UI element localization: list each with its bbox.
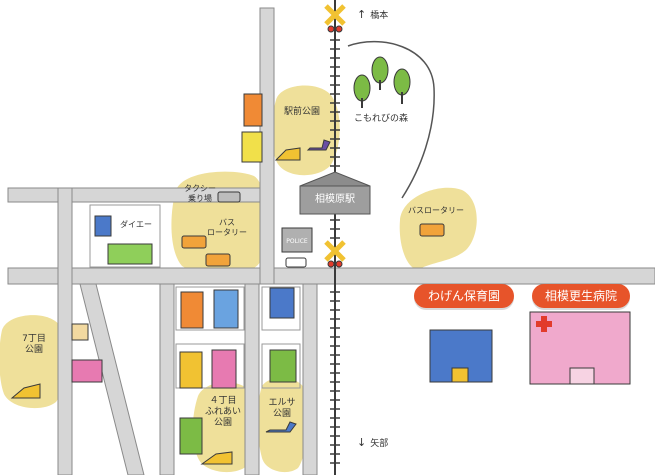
taxi-icon bbox=[217, 191, 241, 203]
elsa-park-area bbox=[257, 377, 309, 473]
bus-icon-west-1 bbox=[181, 235, 207, 249]
forest-label: こもれびの森 bbox=[353, 114, 408, 124]
road-near-station bbox=[244, 283, 260, 475]
park-7chome-label: 7丁目 公園 bbox=[14, 334, 54, 356]
building-ekimae-2 bbox=[241, 131, 263, 163]
horse-icon-elsa bbox=[265, 421, 297, 433]
playground bbox=[10, 139, 331, 465]
park-7chome-line2: 公園 bbox=[24, 345, 43, 355]
forest-path bbox=[347, 40, 435, 199]
park-4chome-line2: ふれあい bbox=[204, 407, 241, 417]
elsa-park-line1: エルサ bbox=[268, 398, 296, 408]
down-arrow-icon: ↓ bbox=[357, 436, 367, 449]
house-west bbox=[71, 323, 89, 341]
park-7chome-area bbox=[0, 315, 66, 409]
park-4chome-area bbox=[192, 382, 256, 473]
city-blocks bbox=[89, 204, 301, 389]
building-block-a1 bbox=[180, 291, 204, 329]
building-daiei bbox=[107, 243, 153, 265]
taxi-label-line1: タクシー bbox=[184, 184, 216, 193]
hospital-cross-icon bbox=[536, 316, 552, 332]
diagonal-road bbox=[79, 283, 145, 475]
taxi-label-line2: 乗り場 bbox=[188, 194, 212, 203]
elsa-park-label: エルサ 公園 bbox=[262, 398, 302, 420]
house-7chome bbox=[71, 359, 103, 383]
station-name-label[interactable]: 相模原駅 bbox=[315, 194, 355, 205]
building-daiei-tower bbox=[94, 215, 112, 237]
park-4chome-label: ４丁目 ふれあい 公園 bbox=[196, 396, 250, 429]
park-4chome-line3: 公園 bbox=[213, 418, 232, 428]
building-4chome bbox=[179, 417, 203, 455]
road-vertical-middle bbox=[159, 283, 175, 475]
building-ekimae-1 bbox=[243, 93, 263, 127]
park-7chome-line1: 7丁目 bbox=[22, 334, 46, 344]
south-direction: ↓矢部 bbox=[357, 437, 388, 450]
hospital-door bbox=[569, 367, 595, 385]
bus-rotary-east-label: バスロータリー bbox=[408, 206, 464, 215]
railroad-crossing-south bbox=[324, 240, 346, 268]
police-car-icon bbox=[285, 257, 307, 268]
nursery-door bbox=[451, 367, 469, 383]
nursery-badge[interactable]: わげん保育園 bbox=[414, 284, 514, 308]
railroad-crossing-north bbox=[324, 4, 346, 33]
roads bbox=[7, 7, 655, 475]
vehicles bbox=[181, 191, 445, 268]
south-direction-label: 矢部 bbox=[370, 439, 389, 449]
elsa-park-line2: 公園 bbox=[272, 409, 291, 419]
bus-rotary-west-line2: ロータリー bbox=[207, 228, 247, 237]
north-direction-label: 橋本 bbox=[370, 11, 389, 21]
ekimae-park-area bbox=[271, 85, 340, 176]
north-direction: ↑橋本 bbox=[357, 9, 388, 22]
building-block-c1 bbox=[179, 351, 203, 389]
park-4chome-line1: ４丁目 bbox=[209, 396, 237, 406]
slide-icon-ekimae bbox=[274, 147, 301, 161]
police-label: POLICE bbox=[286, 238, 308, 245]
up-arrow-icon: ↑ bbox=[357, 8, 367, 21]
buildings bbox=[71, 93, 631, 455]
main-road-horizontal bbox=[7, 267, 655, 285]
slide-icon-4chome bbox=[200, 451, 233, 465]
building-block-a2 bbox=[213, 289, 239, 329]
horse-icon-ekimae bbox=[306, 139, 331, 151]
road-vertical-east bbox=[302, 283, 318, 475]
building-block-b1 bbox=[269, 287, 295, 319]
bus-icon-east bbox=[419, 223, 445, 237]
bus-icon-west-2 bbox=[205, 253, 231, 267]
ekimae-park-label: 駅前公園 bbox=[283, 107, 320, 117]
daiei-label: ダイエー bbox=[120, 220, 152, 229]
road-vertical-west bbox=[57, 187, 73, 475]
police-box bbox=[281, 227, 313, 253]
slide-icon-7chome bbox=[10, 383, 41, 399]
building-block-d1 bbox=[269, 349, 297, 383]
building-block-c2 bbox=[211, 349, 237, 389]
forest-trees bbox=[353, 56, 411, 108]
taxi-label: タクシー 乗り場 bbox=[176, 184, 224, 204]
bus-rotary-west-label: バス ロータリー bbox=[200, 218, 254, 238]
railway bbox=[330, 0, 340, 475]
bus-rotary-west-line1: バス bbox=[219, 218, 235, 227]
station-building bbox=[299, 171, 371, 215]
hospital-badge[interactable]: 相模更生病院 bbox=[532, 284, 630, 308]
